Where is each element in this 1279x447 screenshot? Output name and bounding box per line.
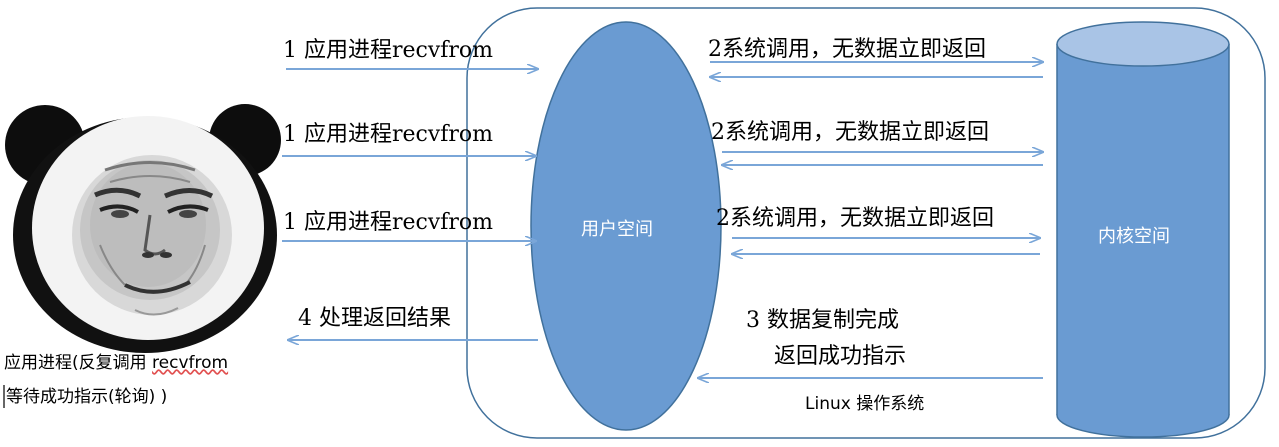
syscall-label-2: 2系统调用，无数据立即返回: [711, 120, 989, 145]
user-space-ellipse: [530, 21, 722, 431]
copy-complete-label-line2: 返回成功指示: [774, 344, 907, 369]
avatar-caption-line1: 应用进程(反复调用 recvfrom: [4, 352, 228, 374]
process-result-label: 4 处理返回结果: [298, 306, 451, 331]
copy-complete-label-line1: 3 数据复制完成: [746, 308, 899, 333]
syscall-label-1: 2系统调用，无数据立即返回: [708, 37, 986, 62]
recvfrom-label-2: 1 应用进程recvfrom: [283, 122, 494, 147]
kernel-space-label: 内核空间: [1098, 226, 1170, 247]
user-space-label: 用户空间: [581, 219, 653, 240]
recvfrom-label-1: 1 应用进程recvfrom: [283, 38, 494, 63]
kernel-space-cylinder: [1056, 21, 1230, 438]
panda-meme-face-image: [0, 100, 281, 353]
recvfrom-label-3: 1 应用进程recvfrom: [283, 210, 494, 235]
linux-os-label: Linux 操作系统: [805, 394, 925, 414]
caption-prefix: 应用进程(反复调用: [4, 353, 153, 373]
syscall-label-3: 2系统调用，无数据立即返回: [716, 206, 994, 231]
linux-os-boundary: [466, 7, 1266, 439]
caption-recvfrom-word: recvfrom: [152, 353, 229, 373]
avatar-caption-line2: 等待成功指示(轮询) ): [6, 387, 168, 407]
